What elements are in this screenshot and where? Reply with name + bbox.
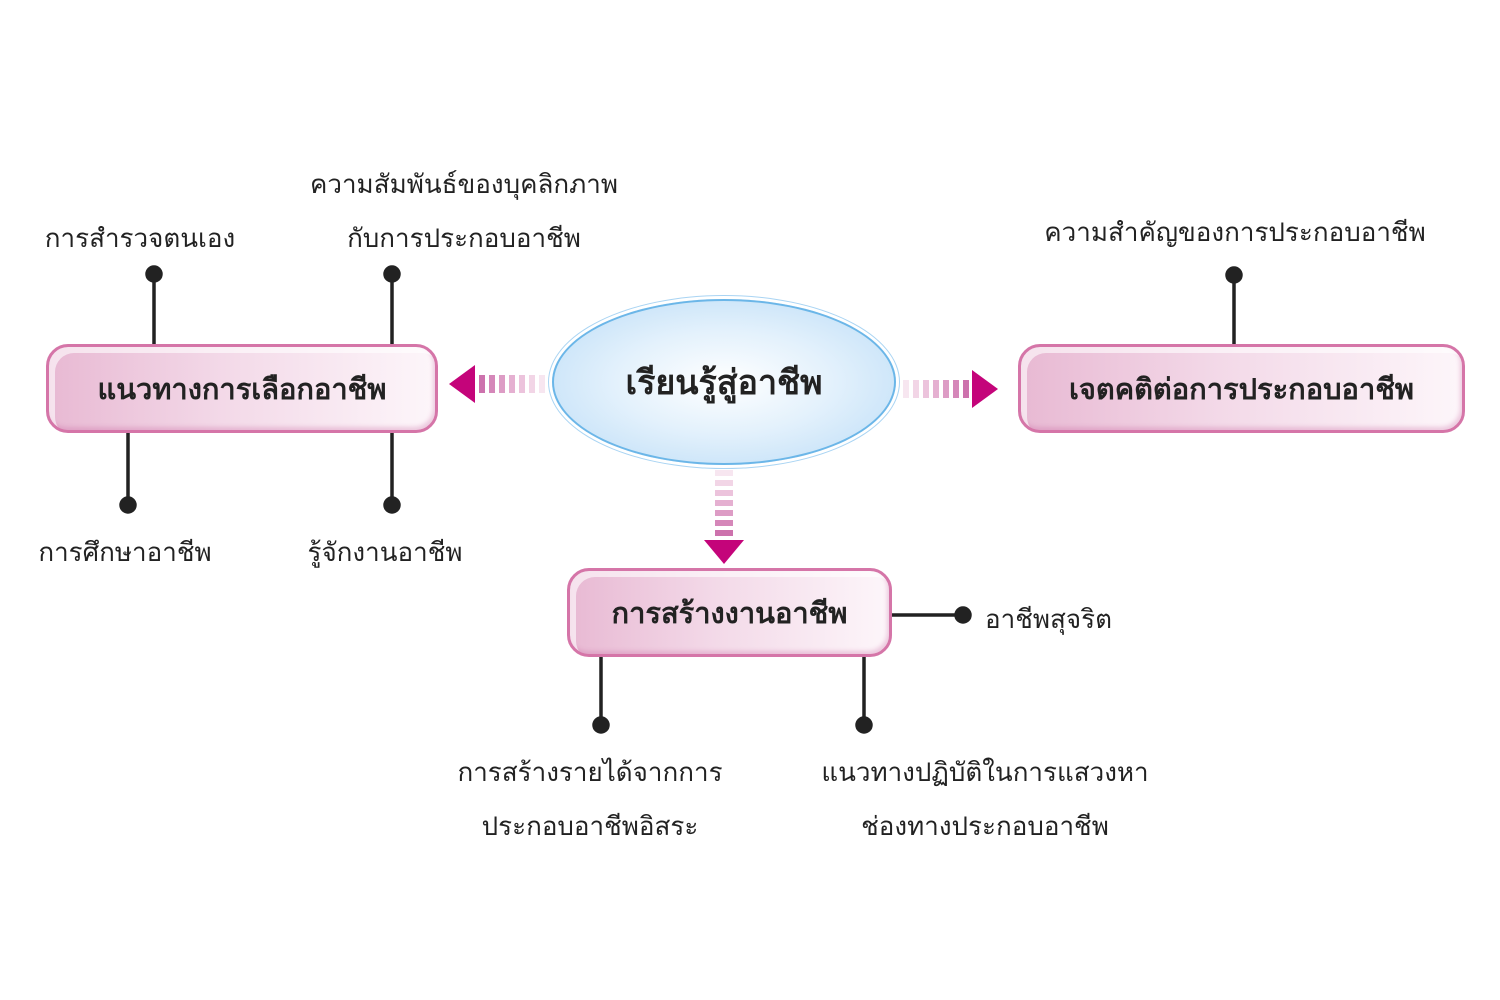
arrow-dash	[519, 375, 525, 393]
node-label: การสร้างงานอาชีพ	[611, 595, 848, 630]
arrow-dash	[489, 375, 495, 393]
leaf-personality-line2: กับการประกอบอาชีพ	[347, 224, 581, 254]
arrow-dash	[715, 500, 733, 506]
arrow-dash	[933, 380, 939, 398]
arrow-dash	[715, 470, 733, 476]
arrow-dash	[715, 530, 733, 536]
connector-dot	[383, 496, 401, 514]
arrow-dash	[913, 380, 919, 398]
center-label: เรียนรู้สู่อาชีพ	[625, 363, 823, 403]
arrow-dash	[715, 510, 733, 516]
connector-dot	[1225, 266, 1243, 284]
node-attitude[interactable]: เจตคติต่อการประกอบอาชีพ	[1018, 344, 1465, 433]
arrow-dash	[953, 380, 959, 398]
leaf-income-line2: ประกอบอาชีพอิสระ	[481, 812, 699, 842]
center-node[interactable]: เรียนรู้สู่อาชีพ	[552, 299, 896, 465]
leaf-practice-line2: ช่องทางประกอบอาชีพ	[861, 812, 1109, 842]
arrow-dash	[509, 375, 515, 393]
arrow-dash	[715, 520, 733, 526]
arrow-dash	[923, 380, 929, 398]
leaf-practice-line1: แนวทางปฏิบัติในการแสวงหา	[821, 758, 1149, 788]
arrow-head	[449, 365, 475, 403]
leaf-honest: อาชีพสุจริต	[985, 605, 1112, 635]
connector-dot	[383, 265, 401, 283]
arrow-head	[704, 540, 744, 564]
leaf-know-career: รู้จักงานอาชีพ	[307, 538, 463, 568]
leaf-income-line1: การสร้างรายได้จากการ	[457, 758, 723, 788]
leaf-career-study: การศึกษาอาชีพ	[38, 538, 212, 568]
arrow-head	[972, 370, 998, 408]
leaf-personality-line1: ความสัมพันธ์ของบุคลิกภาพ	[309, 170, 619, 200]
arrow-dash	[903, 380, 909, 398]
leaf-importance: ความสำคัญของการประกอบอาชีพ	[1044, 218, 1426, 248]
connector-dot	[145, 265, 163, 283]
connector-dot	[855, 716, 873, 734]
arrow-dash	[943, 380, 949, 398]
arrow-dash	[715, 490, 733, 496]
connector-dot	[592, 716, 610, 734]
arrow-dash	[479, 375, 485, 393]
arrow-dash	[539, 375, 545, 393]
arrow-dash	[529, 375, 535, 393]
node-label: แนวทางการเลือกอาชีพ	[97, 371, 387, 406]
connector-dot	[954, 606, 972, 624]
arrow-down	[704, 470, 744, 564]
arrow-dash	[499, 375, 505, 393]
arrow-left	[449, 365, 545, 403]
arrow-right	[903, 370, 998, 408]
node-job-creation[interactable]: การสร้างงานอาชีพ	[567, 568, 892, 657]
arrow-dash	[715, 480, 733, 486]
node-career-choice[interactable]: แนวทางการเลือกอาชีพ	[46, 344, 438, 433]
arrow-dash	[963, 380, 969, 398]
node-label: เจตคติต่อการประกอบอาชีพ	[1068, 371, 1415, 406]
leaf-self-survey: การสำรวจตนเอง	[44, 224, 236, 254]
connector-dot	[119, 496, 137, 514]
